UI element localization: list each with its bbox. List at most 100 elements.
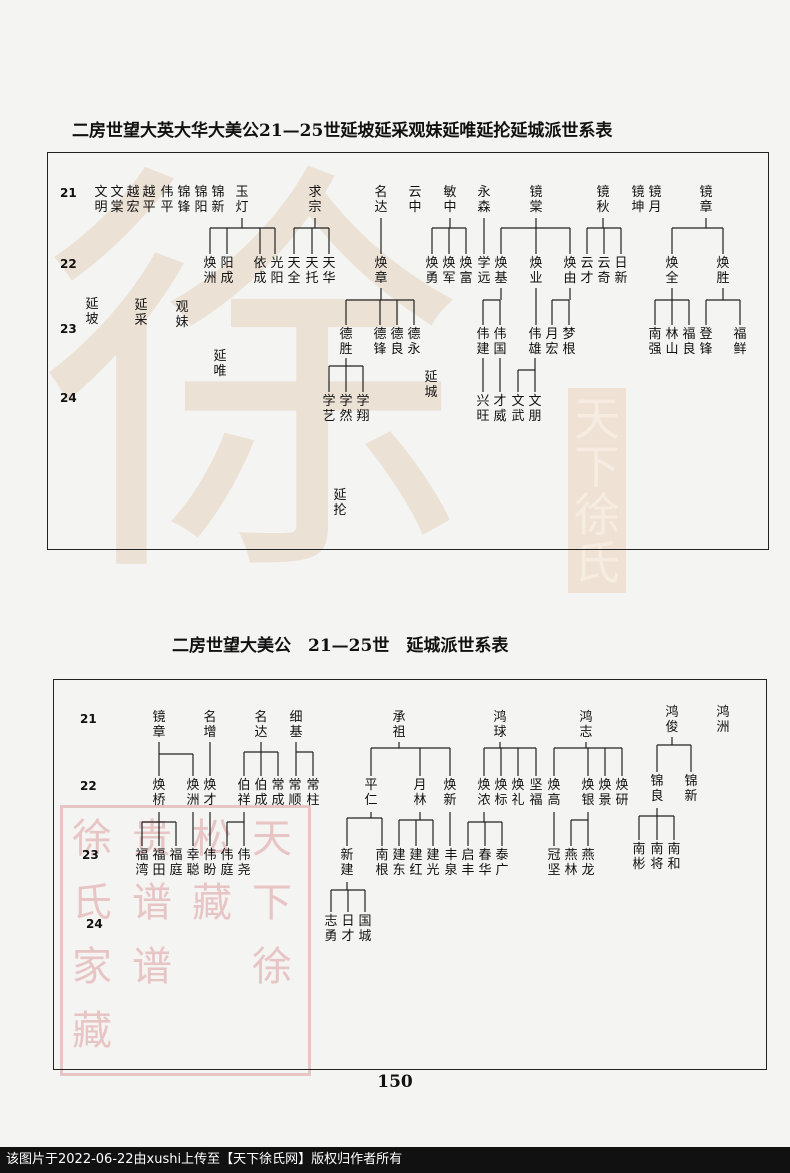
person: 镜章 — [699, 185, 713, 215]
generation-label: 23 — [60, 322, 77, 336]
person: 文武 — [511, 394, 525, 424]
collection-seal: 徐 氏 家 藏 贵 谱 谱 松 藏 天 下 徐 — [60, 805, 311, 1076]
person: 南根 — [375, 848, 389, 878]
person: 焕礼 — [511, 778, 525, 808]
seal-char: 松 — [192, 816, 232, 862]
person: 福庭 — [169, 848, 183, 878]
person: 焕研 — [615, 778, 629, 808]
person: 天全 — [287, 256, 301, 286]
person: 登锋 — [699, 327, 713, 357]
person: 平仁 — [364, 778, 378, 808]
person: 泰广 — [495, 848, 509, 878]
generation-label: 24 — [60, 391, 77, 405]
person: 伟建 — [476, 327, 490, 357]
person: 名达 — [254, 710, 268, 740]
person: 常顺 — [288, 778, 302, 808]
person: 焕洲 — [186, 778, 200, 808]
person: 伯祥 — [237, 778, 251, 808]
person: 焕高 — [547, 778, 561, 808]
person: 南强 — [648, 327, 662, 357]
person: 德锋 — [373, 327, 387, 357]
person: 焕浓 — [477, 778, 491, 808]
seal-char: 藏 — [192, 880, 232, 926]
person: 天托 — [305, 256, 319, 286]
person: 福良 — [682, 327, 696, 357]
generation-label: 22 — [60, 257, 77, 271]
person: 求宗 — [308, 185, 322, 215]
table2-frame — [53, 679, 767, 1070]
person: 鸿俊 — [665, 705, 679, 735]
person: 细基 — [289, 710, 303, 740]
person: 鸿志 — [579, 710, 593, 740]
person: 焕军 — [442, 256, 456, 286]
person: 燕龙 — [581, 848, 595, 878]
person: 冠坚 — [547, 848, 561, 878]
person: 越平 — [142, 185, 156, 215]
generation-label: 21 — [60, 186, 77, 200]
person: 月林 — [413, 778, 427, 808]
generation-label: 22 — [80, 779, 97, 793]
branch-label: 延唯 — [213, 349, 227, 379]
person: 焕银 — [581, 778, 595, 808]
person: 镜秋 — [596, 185, 610, 215]
person: 学然 — [339, 394, 353, 424]
person: 锦锋 — [177, 185, 191, 215]
branch-label: 延采 — [134, 298, 148, 328]
person: 焕章 — [374, 256, 388, 286]
person: 名增 — [203, 710, 217, 740]
person: 伟雄 — [528, 327, 542, 357]
person: 建红 — [409, 848, 423, 878]
person: 学翔 — [356, 394, 370, 424]
person: 玉灯 — [235, 185, 249, 215]
person: 林山 — [665, 327, 679, 357]
person: 锦新 — [684, 774, 698, 804]
table2-title: 二房世望大美公 21—25世 延城派世系表 — [172, 636, 509, 656]
person: 文棠 — [110, 185, 124, 215]
person: 文朋 — [528, 394, 542, 424]
person: 焕洲 — [203, 256, 217, 286]
person: 云奇 — [597, 256, 611, 286]
person: 鸿球 — [493, 710, 507, 740]
person: 才威 — [493, 394, 507, 424]
person: 德良 — [390, 327, 404, 357]
seal-char: 藏 — [72, 1008, 112, 1054]
person: 焕业 — [529, 256, 543, 286]
person: 春华 — [478, 848, 492, 878]
seal-char: 贵 — [132, 816, 172, 862]
person: 焕富 — [459, 256, 473, 286]
branch-label: 观妹 — [175, 300, 189, 330]
seal-char: 谱 — [132, 944, 172, 990]
person: 焕基 — [494, 256, 508, 286]
person: 南和 — [667, 842, 681, 872]
seal-char: 谱 — [132, 880, 172, 926]
seal-char: 徐 — [252, 944, 292, 990]
person: 建光 — [426, 848, 440, 878]
person: 文明 — [94, 185, 108, 215]
person: 伟尧 — [237, 848, 251, 878]
person: 越宏 — [126, 185, 140, 215]
person: 镜棠 — [529, 185, 543, 215]
seal-char: 天 — [252, 816, 292, 862]
person: 学远 — [477, 256, 491, 286]
person: 镜坤 — [631, 185, 645, 215]
seal-char: 下 — [252, 880, 292, 926]
branch-label: 延抡 — [333, 488, 347, 518]
person: 常柱 — [306, 778, 320, 808]
generation-label: 21 — [80, 712, 97, 726]
person: 焕全 — [665, 256, 679, 286]
branch-label: 延城 — [424, 370, 438, 400]
branch-label: 延坡 — [85, 297, 99, 327]
seal-char: 氏 — [72, 880, 112, 926]
page-number: 150 — [377, 1072, 413, 1092]
person: 依成 — [253, 256, 267, 286]
person: 学艺 — [322, 394, 336, 424]
watermark-big-character: 徐 — [40, 130, 470, 630]
person: 南彬 — [632, 842, 646, 872]
person: 志勇 — [324, 914, 338, 944]
person: 伟盼 — [203, 848, 217, 878]
person: 焕新 — [443, 778, 457, 808]
person: 新建 — [340, 848, 354, 878]
person: 焕景 — [598, 778, 612, 808]
